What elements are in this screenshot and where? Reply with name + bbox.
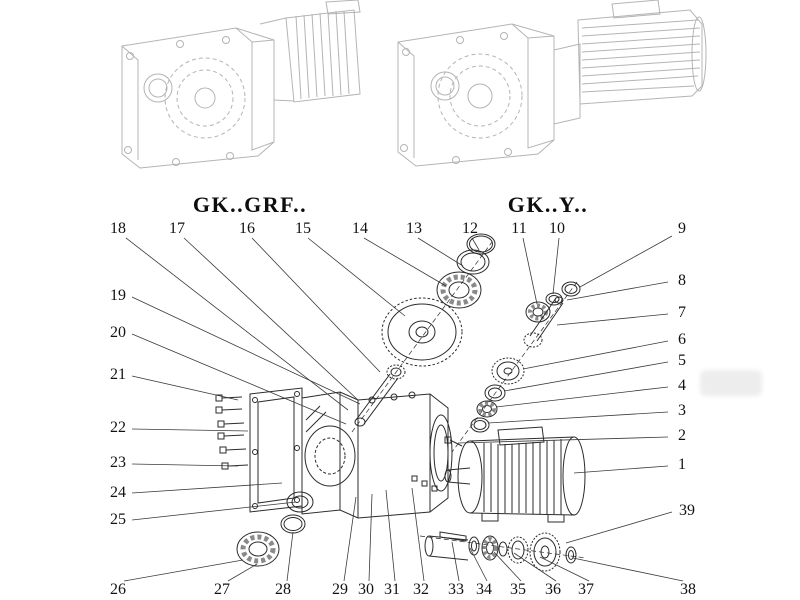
- callout-9: 9: [678, 220, 686, 237]
- callout-24: 24: [110, 484, 126, 501]
- callout-7: 7: [678, 304, 686, 321]
- large-helical-gear: [381, 297, 463, 367]
- callout-17: 17: [169, 220, 185, 237]
- gearbox-housing: [301, 391, 453, 519]
- callout-35: 35: [510, 581, 526, 598]
- callout-23: 23: [110, 454, 126, 471]
- callout-8: 8: [678, 272, 686, 289]
- callout-32: 32: [413, 581, 429, 598]
- callout-10: 10: [549, 220, 565, 237]
- callout-38: 38: [680, 581, 696, 598]
- callout-14: 14: [352, 220, 368, 237]
- retaining-ring: [466, 233, 496, 255]
- output-shaft-assembly: [424, 531, 577, 572]
- callout-5: 5: [678, 352, 686, 369]
- watermark: [700, 370, 762, 396]
- callout-3: 3: [678, 402, 686, 419]
- callout-34: 34: [476, 581, 492, 598]
- callout-28: 28: [275, 581, 291, 598]
- callout-39: 39: [679, 502, 695, 519]
- model-label-y: GK..Y..: [507, 192, 589, 217]
- callout-20: 20: [110, 324, 126, 341]
- callout-13: 13: [406, 220, 422, 237]
- callout-31: 31: [384, 581, 400, 598]
- assembled-machine-y: [397, 0, 707, 167]
- input-shaft-parts: [444, 281, 581, 447]
- pinion-shaft: [354, 364, 406, 427]
- callout-12: 12: [462, 220, 478, 237]
- callout-2: 2: [678, 427, 686, 444]
- callout-27: 27: [214, 581, 230, 598]
- callout-29: 29: [332, 581, 348, 598]
- callout-15: 15: [295, 220, 311, 237]
- callout-16: 16: [239, 220, 255, 237]
- callout-25: 25: [110, 511, 126, 528]
- leader-lines: [123, 235, 684, 582]
- callout-30: 30: [358, 581, 374, 598]
- snap-ring: [280, 514, 306, 534]
- electric-motor: [444, 426, 586, 523]
- callout-19: 19: [110, 287, 126, 304]
- callout-26: 26: [110, 581, 126, 598]
- callout-4: 4: [678, 377, 686, 394]
- callout-36: 36: [545, 581, 561, 598]
- assembled-machine-grf: [121, 0, 361, 169]
- model-label-grf: GK..GRF..: [192, 192, 308, 217]
- callout-18: 18: [110, 220, 126, 237]
- output-roller-bearing: [236, 531, 280, 567]
- flange-bolts: [215, 394, 249, 470]
- callout-1: 1: [678, 456, 686, 473]
- callout-21: 21: [110, 366, 126, 383]
- exploded-view: [215, 233, 587, 572]
- callout-22: 22: [110, 419, 126, 436]
- callout-11: 11: [511, 220, 527, 237]
- callout-33: 33: [448, 581, 464, 598]
- callout-6: 6: [678, 331, 686, 348]
- oil-seal-ring: [286, 491, 314, 513]
- main-ball-bearing: [436, 271, 482, 309]
- callout-37: 37: [578, 581, 594, 598]
